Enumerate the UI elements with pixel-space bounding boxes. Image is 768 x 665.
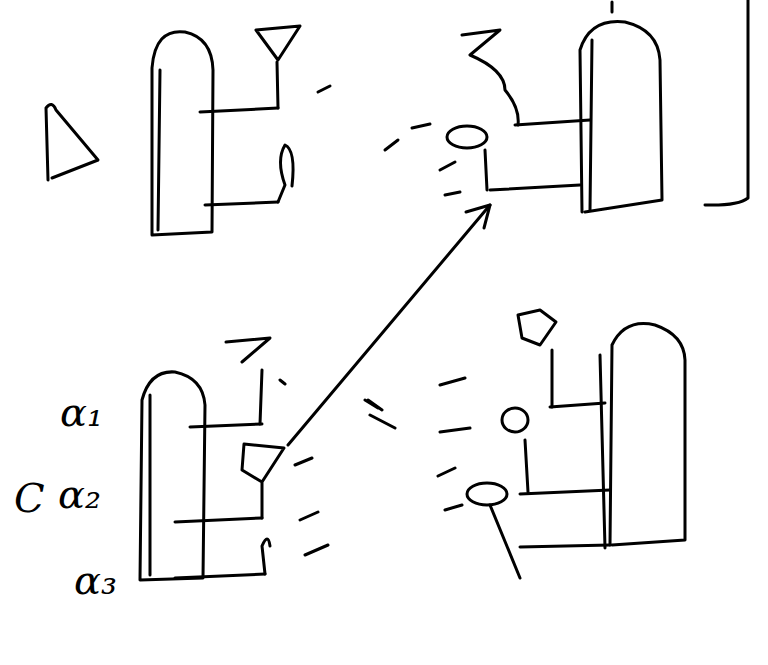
- stem: [490, 505, 520, 578]
- arrow-head: [466, 205, 490, 228]
- circle-head: [447, 126, 487, 148]
- loop-head: [262, 539, 270, 574]
- capsule-body: [140, 372, 205, 580]
- dash: [318, 86, 460, 195]
- capsule-inner: [600, 355, 605, 548]
- variable-label: C: [14, 478, 45, 518]
- bar: [520, 403, 610, 547]
- stem: [525, 440, 528, 492]
- variable-label: α₁: [60, 392, 103, 432]
- bar: [490, 120, 590, 190]
- variable-label: α₂: [58, 474, 101, 514]
- variable-label: α₃: [74, 560, 117, 600]
- bar: [200, 108, 278, 205]
- capsule-inner: [590, 40, 592, 210]
- circle-head: [502, 408, 528, 432]
- capsule-body: [610, 324, 685, 545]
- bracket: [612, 0, 748, 205]
- cone-head: [242, 444, 284, 518]
- bar: [175, 424, 265, 578]
- stem: [260, 370, 262, 424]
- capsule-inner: [149, 395, 152, 575]
- cone-head: [518, 310, 556, 407]
- dash: [365, 378, 470, 510]
- cone-head: [256, 26, 300, 60]
- capsule-inner: [158, 70, 160, 230]
- capsule-body: [580, 22, 662, 212]
- circle-head: [467, 483, 507, 505]
- triangle-symbol: [46, 104, 98, 180]
- arrow-line: [288, 205, 490, 445]
- stem: [277, 62, 278, 108]
- loop-head: [278, 145, 293, 202]
- stem: [485, 150, 487, 190]
- cone-head: [226, 338, 270, 362]
- cone-head: [462, 30, 518, 125]
